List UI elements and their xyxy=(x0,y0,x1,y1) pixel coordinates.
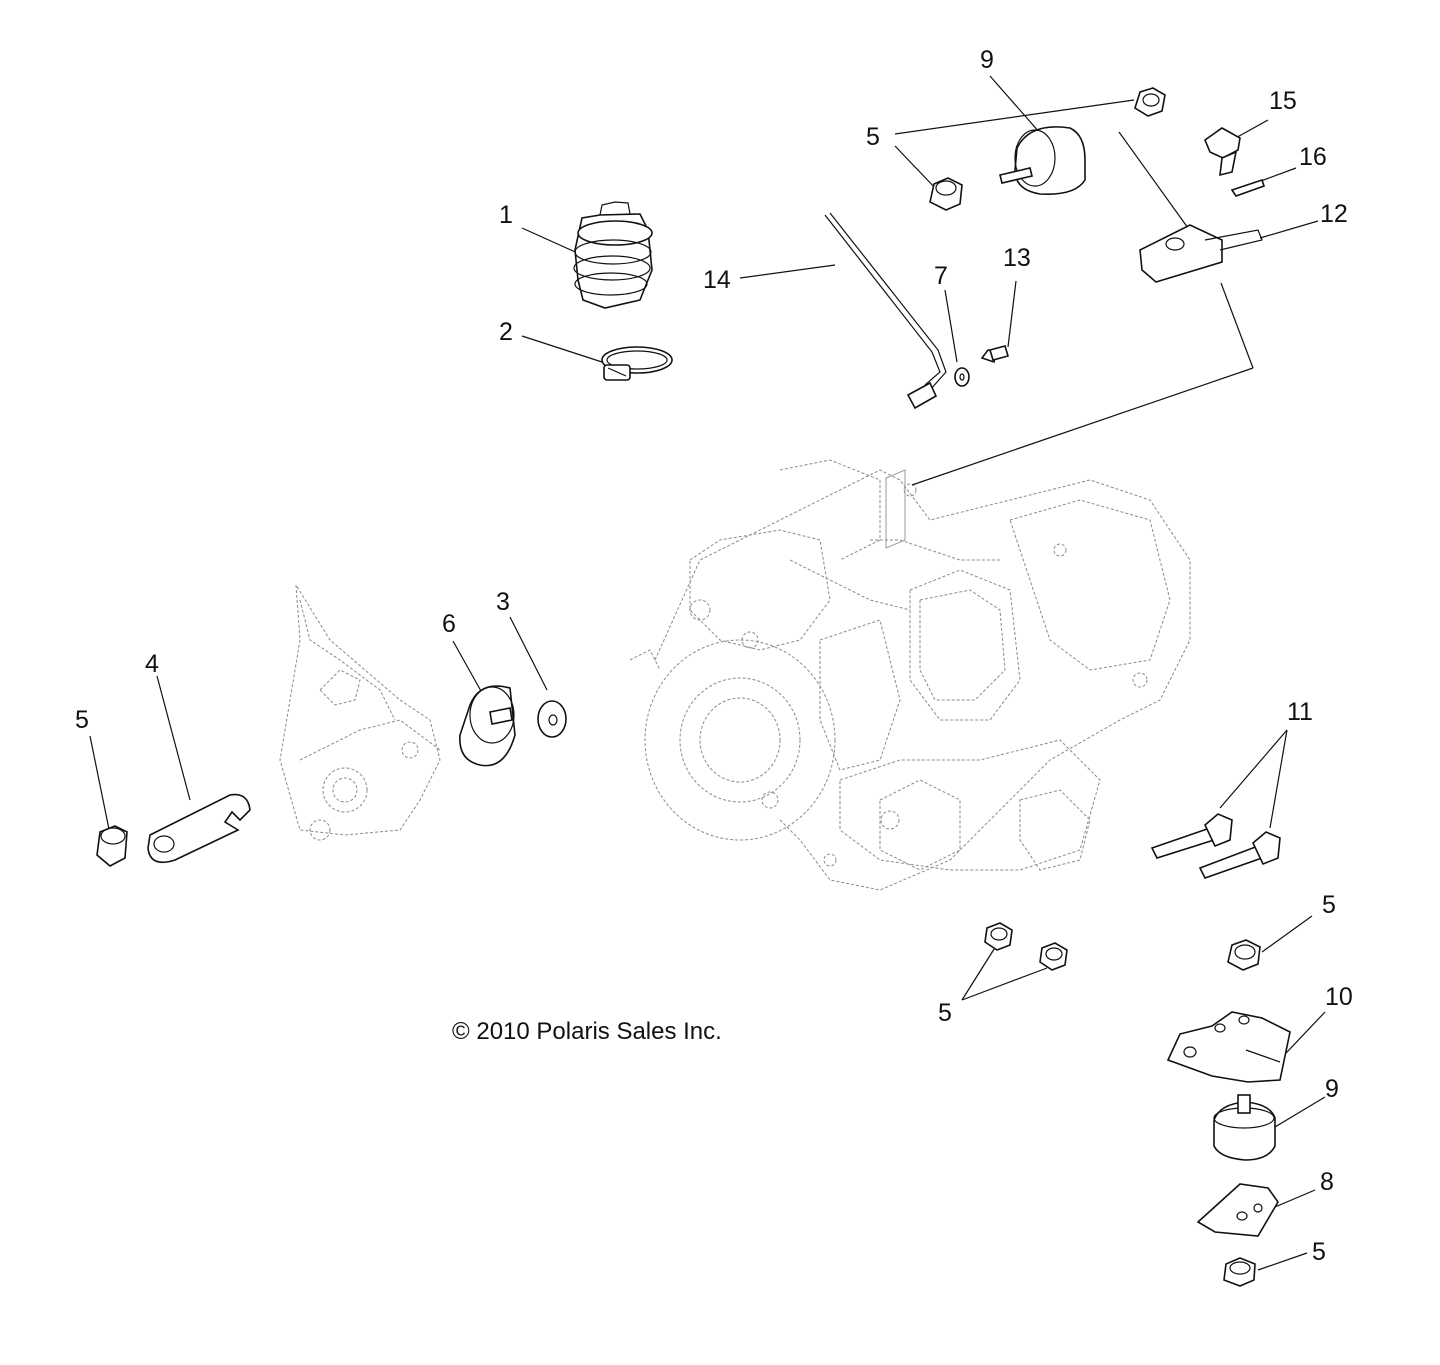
callout-5-bottom-center: 5 xyxy=(938,999,952,1027)
part-5-flange-nut-bottom-a xyxy=(984,922,1013,951)
part-9-engine-mount-bottom xyxy=(1213,1094,1276,1161)
part-5-flange-nut-right-lower xyxy=(1223,1257,1256,1287)
callout-8: 8 xyxy=(1320,1168,1334,1196)
callout-5-right-lower: 5 xyxy=(1312,1238,1326,1266)
part-10-mount-bracket xyxy=(1166,1011,1291,1083)
copyright-notice: © 2010 Polaris Sales Inc. xyxy=(452,1018,722,1045)
part-11-through-bolt-a xyxy=(1150,813,1233,859)
part-2-hose-clamp xyxy=(601,346,673,381)
callout-5-right-upper: 5 xyxy=(1322,891,1336,919)
part-13-bolt xyxy=(980,345,1010,364)
frame-ghost-outline xyxy=(279,584,441,841)
callout-5-top: 5 xyxy=(866,123,880,151)
part-4-torque-link xyxy=(147,793,251,864)
callout-12: 12 xyxy=(1320,200,1348,228)
part-14-rod xyxy=(824,212,947,410)
callout-10: 10 xyxy=(1325,983,1353,1011)
part-1-intake-boot xyxy=(573,201,653,309)
callout-1: 1 xyxy=(499,201,513,229)
callout-6: 6 xyxy=(442,610,456,638)
callout-2: 2 xyxy=(499,318,513,346)
engine-ghost-outline xyxy=(629,459,1191,891)
part-5-flange-nut-top xyxy=(929,177,963,211)
part-11-through-bolt-b xyxy=(1198,831,1281,879)
part-12-ground-bracket xyxy=(1139,224,1263,283)
callout-9-bottom: 9 xyxy=(1325,1075,1339,1103)
part-5-flange-nut-bottom-b xyxy=(1039,942,1068,971)
part-7-washer xyxy=(954,367,970,387)
callout-3: 3 xyxy=(496,588,510,616)
part-8-mount-plate xyxy=(1196,1183,1279,1237)
callout-11: 11 xyxy=(1287,698,1313,726)
part-5-flange-nut-right-upper xyxy=(1227,939,1261,971)
part-6-engine-mount xyxy=(459,685,516,767)
callout-15: 15 xyxy=(1269,87,1297,115)
callout-14: 14 xyxy=(703,266,731,294)
part-3-washer xyxy=(537,700,567,738)
part-5-flange-nut-top-right xyxy=(1134,87,1166,117)
callout-16: 16 xyxy=(1299,143,1327,171)
callout-7: 7 xyxy=(934,262,948,290)
callout-5-left: 5 xyxy=(75,706,89,734)
callout-13: 13 xyxy=(1003,244,1031,272)
part-15-bolt xyxy=(1204,127,1241,177)
part-9-engine-mount-top xyxy=(999,126,1086,196)
callout-4: 4 xyxy=(145,650,159,678)
callout-9-top: 9 xyxy=(980,46,994,74)
part-16-screw xyxy=(1230,178,1266,197)
part-5-flange-nut-left xyxy=(96,825,128,867)
